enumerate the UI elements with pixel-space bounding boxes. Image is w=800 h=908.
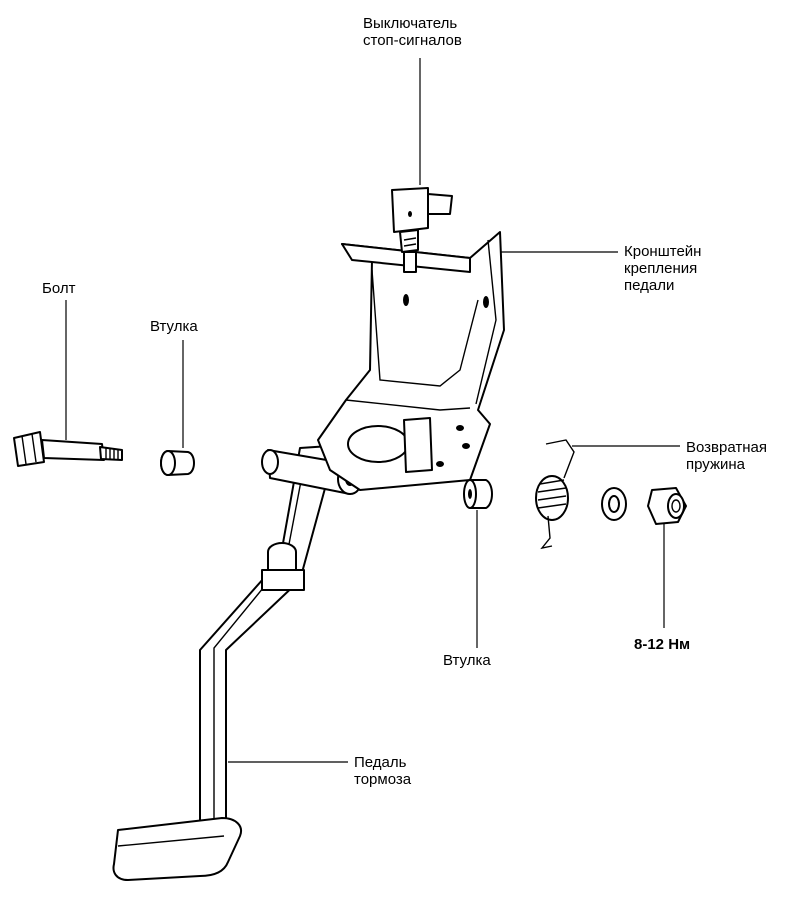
- leader-lines: [65, 58, 680, 763]
- washer-part: [601, 487, 627, 521]
- label-brake-pedal: Педаль тормоза: [354, 754, 412, 788]
- label-bushing-right: Втулка: [443, 652, 491, 669]
- label-pedal-bracket: Кронштейн крепления педали: [624, 243, 702, 294]
- label-return-spring: Возвратная пружина: [686, 439, 767, 473]
- bolt-part: [13, 431, 123, 467]
- nut-part: [647, 487, 687, 525]
- label-stop-switch: Выключатель стоп-сигналов: [363, 15, 462, 49]
- bushing-left-part: [160, 450, 195, 476]
- pedal-bracket-part: [317, 231, 505, 491]
- return-spring-part: [535, 439, 575, 550]
- bushing-right-part: [463, 479, 493, 509]
- label-bolt: Болт: [42, 280, 76, 297]
- brake-pedal-part: [112, 445, 331, 881]
- label-bushing-left: Втулка: [150, 318, 198, 335]
- stop-switch-part: [391, 187, 453, 273]
- label-torque: 8-12 Нм: [634, 636, 691, 653]
